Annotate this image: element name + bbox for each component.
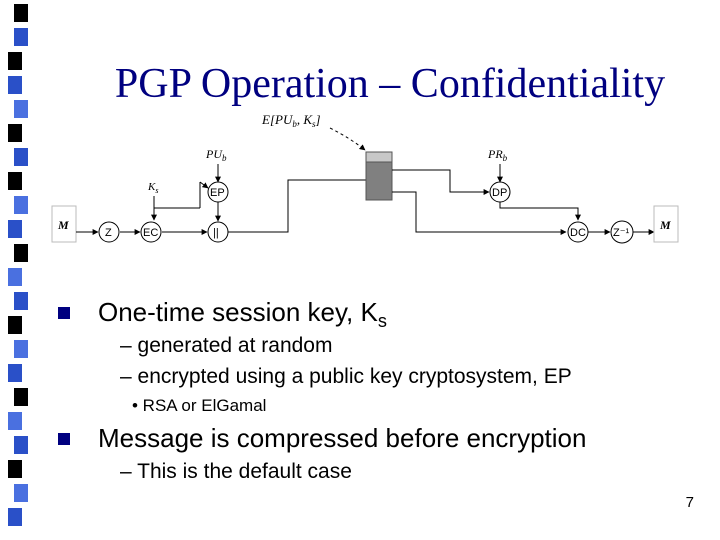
svg-text:EC: EC	[143, 227, 158, 239]
svg-text:Z⁻¹: Z⁻¹	[613, 227, 630, 239]
svg-text:||: ||	[213, 227, 219, 239]
svg-text:DP: DP	[492, 187, 507, 199]
stripe-block	[8, 172, 22, 190]
session-key-label: Ks	[147, 181, 158, 195]
stripe-block	[8, 460, 22, 478]
subitem-generated: – generated at random	[120, 334, 333, 357]
stripe-block	[14, 484, 28, 502]
stripe-block	[14, 196, 28, 214]
svg-text:Z: Z	[105, 227, 112, 239]
svg-text:M: M	[57, 218, 69, 232]
message-destination-box	[653, 205, 679, 243]
ciphertext-key-label: E[PUb, Ks]	[261, 112, 321, 129]
svg-text:DC: DC	[570, 227, 586, 239]
stripe-block	[14, 148, 28, 166]
stripe-block	[8, 364, 22, 382]
stripe-block	[14, 244, 28, 262]
bullet-text: Message is compressed before encryption	[98, 423, 587, 453]
subitem-default-case: – This is the default case	[120, 460, 352, 483]
page-number: 7	[685, 494, 694, 511]
stripe-block	[14, 292, 28, 310]
subitem-encrypted: – encrypted using a public key cryptosys…	[120, 365, 572, 388]
stripe-block	[8, 316, 22, 334]
svg-text:M: M	[659, 218, 671, 232]
svg-text:EP: EP	[210, 187, 225, 199]
stripe-block	[14, 388, 28, 406]
stripe-block	[14, 436, 28, 454]
stripe-block	[8, 76, 22, 94]
private-key-label: PRb	[487, 147, 508, 163]
stripe-block	[8, 220, 22, 238]
stripe-block	[14, 28, 28, 46]
bullet-subscript: s	[377, 311, 387, 332]
bullet-marker	[58, 433, 70, 445]
bullet-text: One-time session key, K	[98, 297, 378, 327]
slide-title: PGP Operation – Confidentiality	[114, 61, 666, 107]
stripe-block	[14, 4, 28, 22]
stripe-block	[8, 124, 22, 142]
stripe-block	[8, 412, 22, 430]
stripe-block	[8, 508, 22, 526]
stripe-block	[14, 100, 28, 118]
symmetric-encrypt-ec-node	[140, 221, 162, 243]
stripe-block	[8, 268, 22, 286]
pgp-confidentiality-diagram: E[PUb, Ks] M Z EC Ks PUb EP || PRb DP DC…	[51, 112, 679, 244]
stripe-block	[14, 340, 28, 358]
bullet-marker	[58, 307, 70, 319]
subsubitem-rsa: • RSA or ElGamal	[132, 396, 267, 415]
message-source-box	[51, 205, 77, 243]
public-key-label: PUb	[205, 147, 227, 163]
decorative-side-stripe	[8, 0, 28, 540]
compress-z-node	[98, 221, 120, 243]
stripe-block	[8, 52, 22, 70]
